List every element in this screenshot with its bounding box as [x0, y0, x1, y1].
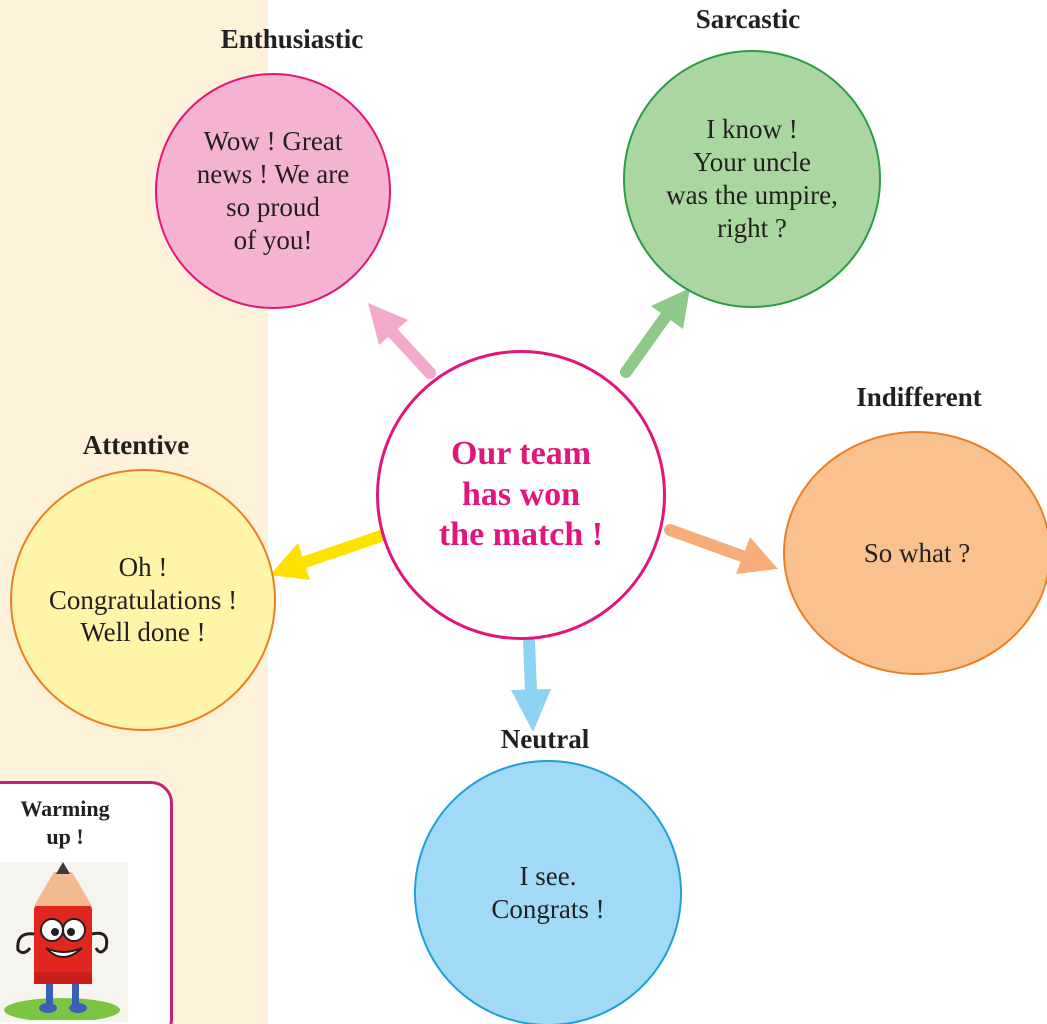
arrow-enthusiastic: [368, 303, 436, 379]
bubble-enthusiastic: Wow ! Great news ! We are so proud of yo…: [155, 73, 391, 309]
arrow-sarcastic: [620, 288, 690, 378]
bubble-sarcastic: I know ! Your uncle was the umpire, righ…: [623, 50, 881, 308]
bubble-neutral: I see. Congrats !: [414, 760, 682, 1024]
bubble-indifferent: So what ?: [783, 431, 1047, 675]
bubble-attentive: Oh ! Congratulations ! Well done !: [10, 469, 276, 731]
label-enthusiastic: Enthusiastic: [220, 24, 364, 54]
label-sarcastic: Sarcastic: [695, 4, 801, 34]
bubble-enthusiastic-text: Wow ! Great news ! We are so proud of yo…: [196, 126, 350, 255]
center-statement: Our team has won the match !: [376, 350, 666, 640]
warming-up-title: Warming up !: [20, 796, 110, 849]
label-neutral: Neutral: [500, 724, 590, 754]
arrow-indifferent: [664, 524, 778, 574]
bubble-indifferent-text: So what ?: [863, 537, 971, 568]
arrow-neutral: [511, 635, 551, 732]
bubble-neutral-text: I see. Congrats !: [491, 861, 605, 924]
arrow-attentive: [270, 530, 387, 580]
label-attentive: Attentive: [82, 430, 190, 460]
bubble-sarcastic-text: I know ! Your uncle was the umpire, righ…: [666, 114, 838, 243]
center-statement-text: Our team has won the match !: [438, 434, 604, 554]
pencil-mascot-icon: [4, 862, 120, 1020]
bubble-attentive-text: Oh ! Congratulations ! Well done !: [48, 551, 238, 648]
label-indifferent: Indifferent: [856, 382, 982, 412]
